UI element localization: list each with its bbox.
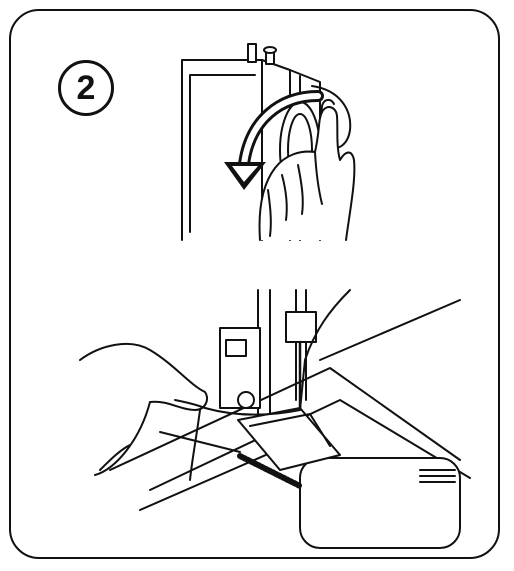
step-number: 2 bbox=[77, 71, 96, 105]
needle-thread-pull-icon bbox=[80, 290, 470, 548]
step-number-badge: 2 bbox=[58, 60, 114, 116]
handwheel-turn-icon bbox=[182, 44, 354, 240]
